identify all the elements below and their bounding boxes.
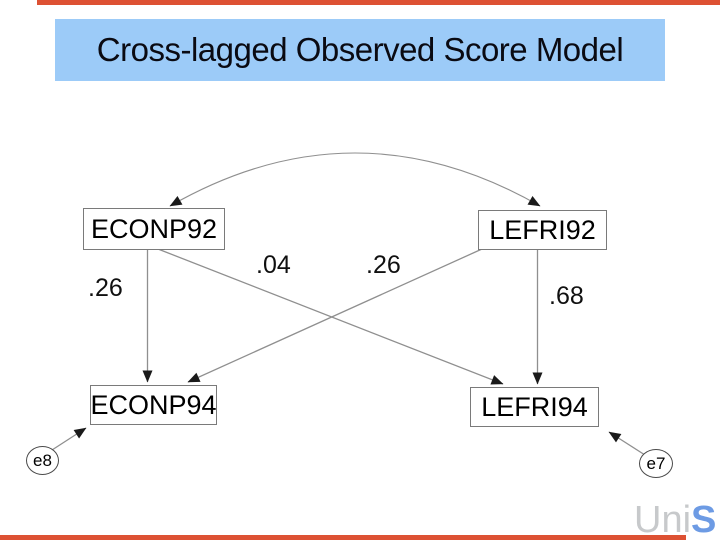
path-lefri92-econp94 xyxy=(187,248,483,383)
page-title: Cross-lagged Observed Score Model xyxy=(96,31,624,68)
slide-title-bar: Cross-lagged Observed Score Model xyxy=(55,19,665,81)
node-econp94: ECONP94 xyxy=(90,385,217,425)
node-econp92: ECONP92 xyxy=(83,208,225,250)
unis-logo: UniS xyxy=(634,501,716,539)
coefficient-lefri92-lefri94: .68 xyxy=(549,282,584,310)
error-label: e8 xyxy=(33,450,52,470)
error-node-e8: e8 xyxy=(26,446,59,475)
node-label: LEFRI94 xyxy=(481,391,588,422)
covariance-arc-econp92-lefri92 xyxy=(169,152,541,207)
path-e8-econp94 xyxy=(51,427,87,451)
path-econp92-lefri94 xyxy=(157,248,504,385)
accent-bar-bottom xyxy=(0,535,686,540)
node-label: ECONP92 xyxy=(90,213,218,244)
coefficient-econp92-lefri94: .04 xyxy=(256,251,291,279)
coefficient-lefri92-econp94: .26 xyxy=(366,251,401,279)
node-label: ECONP94 xyxy=(90,389,217,420)
node-lefri94: LEFRI94 xyxy=(470,387,599,427)
node-label: LEFRI92 xyxy=(489,214,596,245)
logo-s-letter: S xyxy=(691,499,717,540)
node-lefri92: LEFRI92 xyxy=(478,210,607,250)
coefficient-econp92-econp94: .26 xyxy=(88,274,123,302)
logo-uni-text: Uni xyxy=(634,499,692,540)
error-label: e7 xyxy=(646,453,666,473)
accent-bar-top xyxy=(37,0,720,5)
path-e7-lefri94 xyxy=(608,431,646,456)
error-node-e7: e7 xyxy=(639,449,673,478)
